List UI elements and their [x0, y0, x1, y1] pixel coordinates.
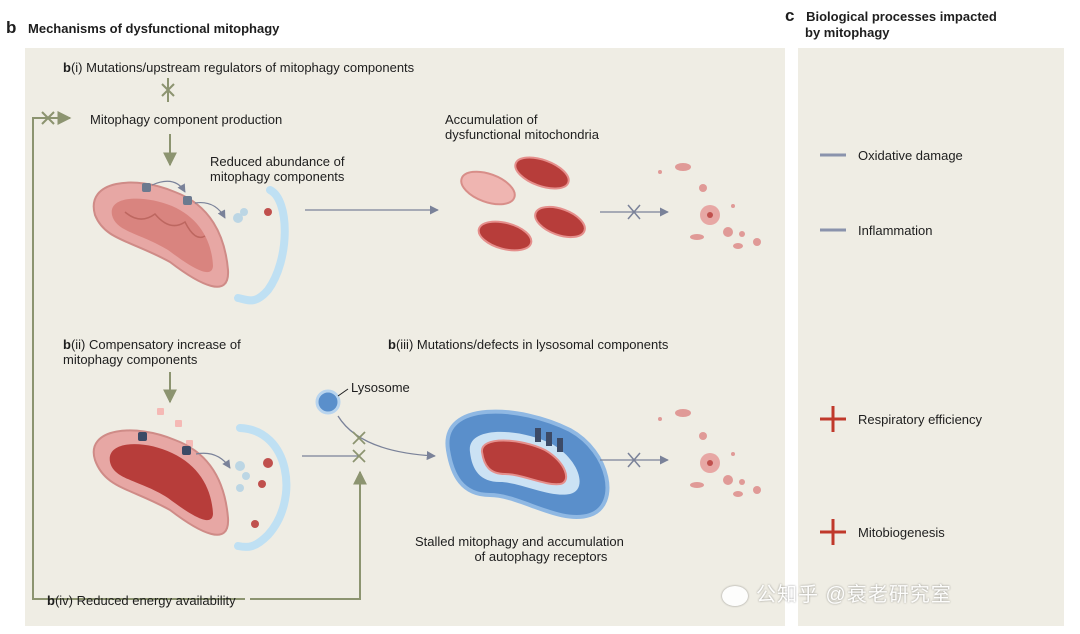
process-inflammation: Inflammation — [858, 223, 933, 238]
panel-b-background — [25, 48, 785, 626]
watermark-logo: 公知乎 @衰老研究室 — [722, 578, 952, 607]
upstream-block-x — [161, 78, 175, 102]
blocked-degradation-arrow-bottom — [600, 452, 669, 468]
feedback-loop-arrow — [32, 111, 367, 600]
panel-b-header: b Mechanisms of dysfunctional mitophagy — [6, 18, 280, 37]
blocked-lysosome-fusion — [302, 415, 436, 461]
panel-c-title-line2: by mitophagy — [805, 25, 890, 40]
process-mitobiogenesis: Mitobiogenesis — [858, 525, 945, 540]
bottom-mitochondrion — [92, 408, 291, 551]
panel-c-background — [798, 48, 1064, 626]
panel-c-title-line1: Biological processes impacted — [806, 9, 997, 24]
label-biii: b(iii) Mutations/defects in lysosomal co… — [388, 337, 669, 352]
chat-bubble-icon — [722, 585, 748, 606]
top-mitochondrion — [92, 180, 289, 305]
mitochondrial-debris-bottom — [658, 409, 761, 497]
panel-c-letter: c — [785, 6, 795, 25]
label-lysosome: Lysosome — [351, 380, 410, 395]
panel-c-header: c Biological processes impacted by mitop… — [785, 6, 997, 41]
process-oxidative-damage: Oxidative damage — [858, 148, 963, 163]
mitochondrial-debris-top — [658, 163, 761, 249]
plus-sign-icon — [820, 406, 846, 432]
blocked-degradation-arrow-top — [600, 204, 669, 220]
lysosome-block-x — [352, 431, 366, 463]
lysosome-label-pointer — [337, 388, 349, 397]
panel-b-title: Mechanisms of dysfunctional mitophagy — [28, 21, 280, 36]
plus-sign-icon — [820, 519, 846, 545]
lysosome — [315, 389, 341, 415]
label-component-production: Mitophagy component production — [90, 112, 283, 127]
label-biv: b(iv) Reduced energy availability — [47, 593, 236, 608]
feedback-block-x — [41, 111, 55, 125]
stalled-autophagosome — [445, 409, 610, 519]
panel-b-letter: b — [6, 18, 17, 37]
dysfunctional-mitochondria-cluster — [460, 156, 586, 252]
label-bi: b(i) Mutations/upstream regulators of mi… — [63, 60, 415, 75]
process-respiratory-efficiency: Respiratory efficiency — [858, 412, 983, 427]
